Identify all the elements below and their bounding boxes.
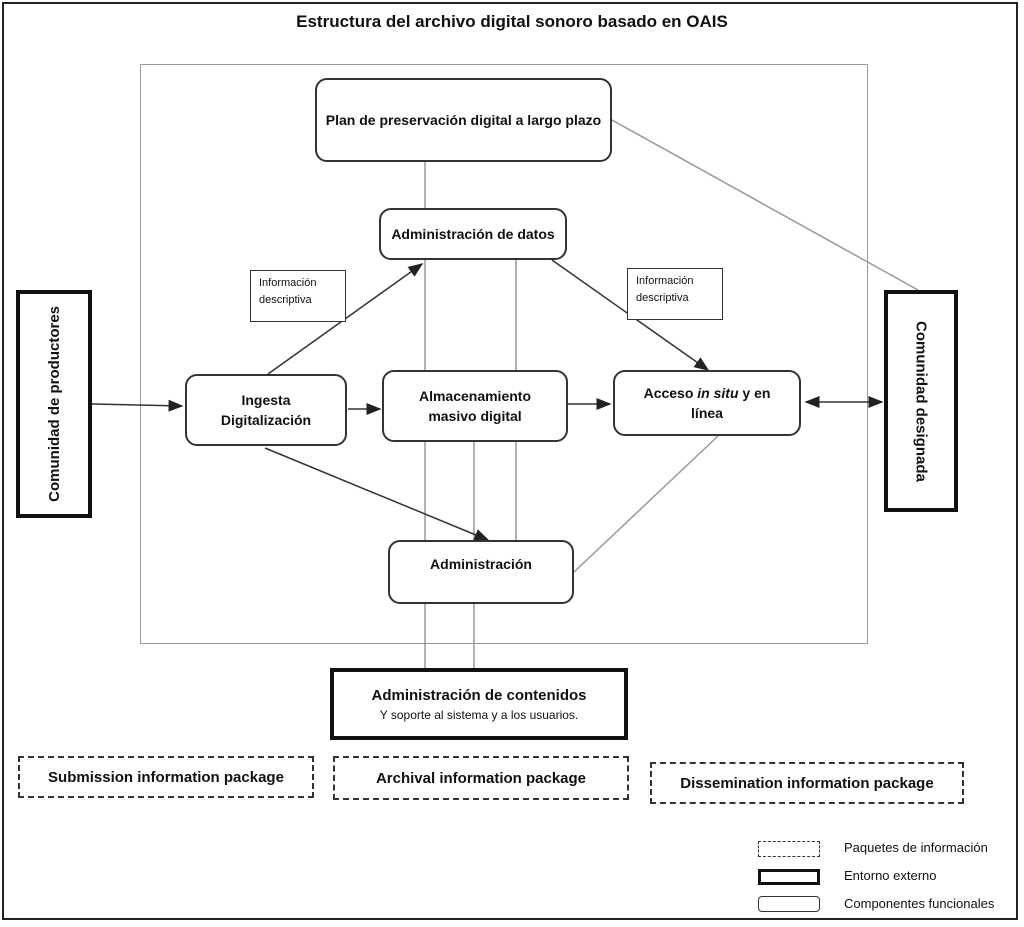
dashed-swatch bbox=[758, 841, 820, 857]
plan-label: Plan de preservación digital a largo pla… bbox=[325, 111, 602, 128]
dip-package: Dissemination information package bbox=[650, 762, 964, 804]
content-admin-title: Administración de contenidos bbox=[371, 686, 587, 704]
oais-boundary bbox=[140, 64, 868, 644]
storage-label: Almacenamiento masivo digital bbox=[418, 387, 532, 424]
designated-label: Comunidad designada bbox=[912, 320, 930, 482]
admin-box: Administración bbox=[388, 540, 574, 604]
admin-label: Administración bbox=[430, 556, 532, 572]
ingest-label-1: Ingesta bbox=[241, 391, 291, 408]
admin-to-access-line bbox=[573, 435, 719, 573]
content-admin-subtitle: Y soporte al sistema y a los usuarios. bbox=[379, 707, 579, 722]
designated-community-box: Comunidad designada bbox=[884, 290, 958, 512]
plan-box: Plan de preservación digital a largo pla… bbox=[315, 78, 612, 162]
access-box: Acceso in situ y en línea bbox=[613, 370, 801, 436]
diagram-title: Estructura del archivo digital sonoro ba… bbox=[296, 12, 728, 31]
data-admin-box: Administración de datos bbox=[379, 208, 567, 260]
descriptive-info-note-right: Información descriptiva bbox=[627, 268, 723, 320]
sip-package: Submission information package bbox=[18, 756, 314, 798]
producers-label: Comunidad de productores bbox=[45, 306, 63, 502]
access-label: Acceso in situ y en línea bbox=[643, 384, 771, 421]
rounded-swatch bbox=[758, 896, 820, 912]
ingest-label-2: Digitalización bbox=[220, 412, 312, 428]
aip-package: Archival information package bbox=[333, 756, 629, 800]
bold-swatch bbox=[758, 869, 820, 885]
ingest-box: Ingesta Digitalización bbox=[185, 374, 347, 446]
ingest-to-admin-arrow bbox=[264, 447, 490, 541]
data-admin-label: Administración de datos bbox=[391, 225, 555, 242]
producers-to-ingest-arrow bbox=[91, 399, 184, 412]
producers-community-box: Comunidad de productores bbox=[16, 290, 92, 518]
plan-to-designated-line bbox=[611, 119, 919, 291]
storage-box: Almacenamiento masivo digital bbox=[382, 370, 568, 442]
content-admin-box: Administración de contenidos Y soporte a… bbox=[330, 668, 628, 740]
descriptive-info-note-left: Información descriptiva bbox=[250, 270, 346, 322]
